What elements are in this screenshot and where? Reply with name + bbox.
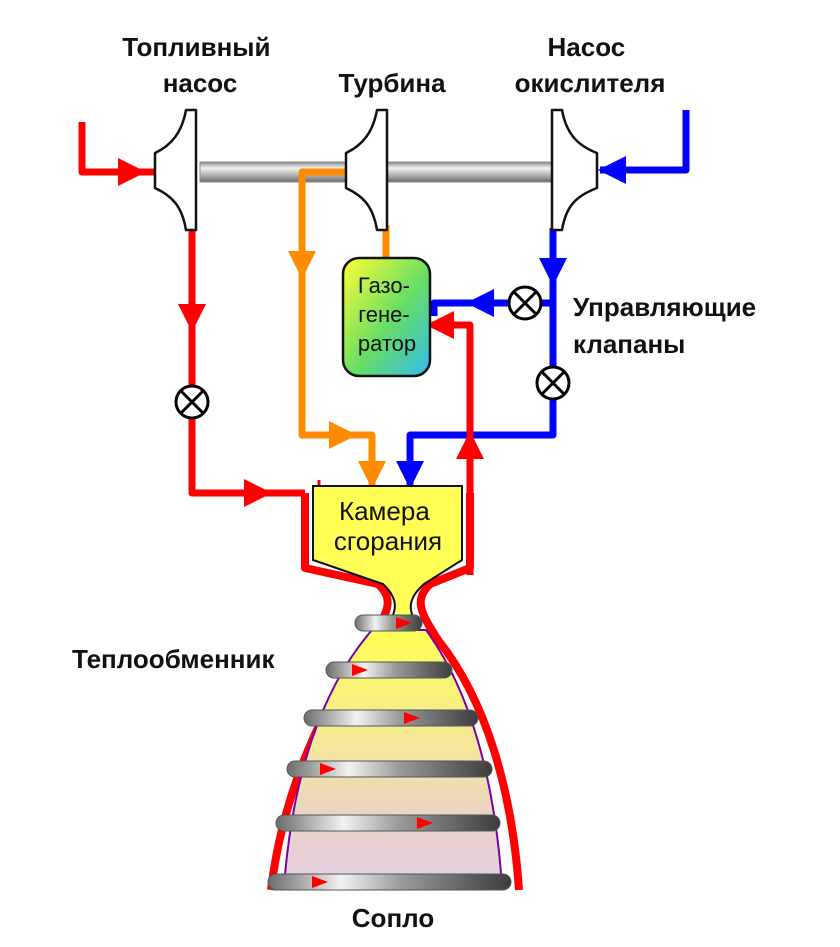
flow-arrow-icon: [320, 763, 336, 775]
oxidizer-pump-icon: [550, 108, 599, 232]
heat-exchanger-flow-arrows: [312, 617, 433, 888]
flow-arrow-icon: [352, 664, 368, 676]
turbine-icon: [344, 108, 389, 232]
fuel-pump-icon: [153, 108, 198, 232]
heat-exchanger-band: [267, 873, 512, 891]
heat-exchanger-bands: [267, 614, 512, 891]
heat-exchanger-band: [275, 814, 501, 832]
nozzle-label: Сопло: [352, 903, 434, 933]
oxidizer-main-valve-icon: [535, 365, 571, 401]
heat-exchanger-band: [325, 661, 453, 679]
heat-exchanger-band: [354, 614, 423, 632]
turbine-exhaust-lines: [288, 168, 390, 489]
control-valves-label: Управляющие клапаны: [573, 292, 763, 359]
flow-arrow-icon: [404, 712, 420, 724]
oxidizer-pump-label: Насос окислителя: [515, 32, 666, 98]
gas-generator-box: [341, 256, 432, 378]
flow-arrow-icon: [396, 617, 412, 629]
heat-exchanger-band: [303, 709, 479, 727]
heat-exchanger-band: [286, 760, 493, 778]
fuel-lines: [78, 122, 484, 575]
fuel-valve-icon: [174, 384, 210, 420]
gas-generator-label: Газо- гене- ратор: [358, 273, 416, 356]
flow-arrow-icon: [312, 876, 328, 888]
flow-arrow-icon: [417, 817, 433, 829]
combustion-chamber-label: Камера сгорания: [334, 496, 442, 556]
oxidizer-gg-valve-icon: [507, 285, 543, 321]
heat-exchanger-label: Теплообменник: [72, 644, 275, 674]
turbine-label: Турбина: [338, 68, 446, 98]
fuel-pump-label: Топливный насос: [122, 32, 277, 98]
